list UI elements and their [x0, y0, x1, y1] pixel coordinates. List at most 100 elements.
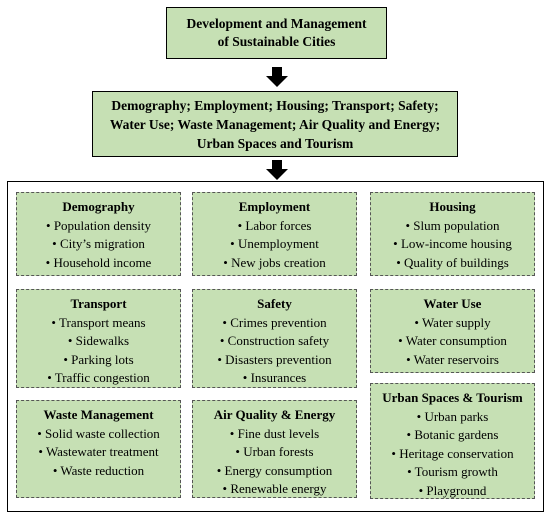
- list-item-text: Urban parks: [424, 408, 489, 424]
- list-item-text: Household income: [53, 254, 152, 270]
- list-item: • Tourism growth: [391, 463, 513, 482]
- list-item: • Water supply: [398, 314, 507, 333]
- list-item-text: Water reservoirs: [413, 351, 499, 367]
- card-title: Air Quality & Energy: [213, 407, 336, 422]
- list-item: • Urban forests: [217, 443, 333, 462]
- list-item-text: Quality of buildings: [404, 254, 509, 270]
- list-item-text: Population density: [53, 217, 151, 233]
- list-item-text: Sidewalks: [75, 333, 130, 348]
- list-item: • Household income: [46, 254, 152, 273]
- list-item: • Urban parks: [391, 408, 513, 427]
- bullet-icon: •: [63, 351, 72, 367]
- list-item: • Heritage conservation: [391, 445, 513, 464]
- list-item-text: City’s migration: [59, 236, 145, 251]
- list-item-text: Construction safety: [227, 333, 330, 348]
- card-waste-management: Waste Management • Solid waste collectio…: [16, 400, 181, 498]
- card-demography: Demography • Population density• City’s …: [16, 192, 181, 276]
- bullet-icon: •: [37, 425, 45, 441]
- card-title: Housing: [429, 199, 476, 214]
- list-item: • Slum population: [393, 217, 512, 236]
- categories-line-3: Urban Spaces and Tourism: [196, 135, 354, 151]
- list-item: • Unemployment: [223, 235, 325, 254]
- list-item: • City’s migration: [46, 235, 152, 254]
- card-title: Transport: [70, 296, 127, 311]
- list-item-text: Solid waste collection: [45, 425, 160, 441]
- down-arrow-icon: [266, 67, 288, 87]
- bullet-icon: •: [414, 314, 422, 330]
- bullet-icon: •: [235, 444, 244, 459]
- bullet-icon: •: [52, 462, 61, 478]
- card-transport: Transport • Transport means• Sidewalks• …: [16, 289, 181, 388]
- bullet-icon: •: [52, 236, 60, 251]
- list-item: • Botanic gardens: [391, 426, 513, 445]
- list-item-text: Slum population: [413, 217, 500, 233]
- list-item-text: Transport means: [59, 314, 146, 330]
- list-item-text: Energy consumption: [224, 462, 333, 478]
- card-title: Safety: [257, 296, 292, 311]
- list-item-text: Disasters prevention: [225, 351, 332, 367]
- card-title: Waste Management: [43, 407, 154, 422]
- bullet-icon: •: [242, 370, 251, 385]
- bullet-icon: •: [396, 254, 405, 270]
- list-item-text: Fine dust levels: [237, 425, 320, 441]
- list-item-text: Waste reduction: [60, 462, 145, 478]
- bullet-icon: •: [398, 333, 406, 348]
- list-item: • Insurances: [217, 369, 331, 388]
- bullet-icon: •: [46, 217, 54, 233]
- card-employment: Employment • Labor forces• Unemployment•…: [192, 192, 357, 276]
- card-title: Employment: [238, 199, 311, 214]
- categories-line-2: Water Use; Waste Management; Air Quality…: [109, 116, 441, 132]
- list-item: • Transport means: [47, 314, 150, 333]
- list-item: • Parking lots: [47, 351, 150, 370]
- bullet-icon: •: [407, 464, 415, 479]
- bullet-icon: •: [67, 333, 76, 348]
- list-item: • Disasters prevention: [217, 351, 331, 370]
- bullet-icon: •: [406, 351, 414, 367]
- list-item: • Energy consumption: [217, 462, 333, 481]
- list-item-text: Urban forests: [243, 444, 314, 459]
- bullet-icon: •: [222, 314, 231, 330]
- list-item-text: Low-income housing: [400, 236, 512, 251]
- list-item: • Wastewater treatment: [37, 443, 160, 462]
- list-item-text: Water supply: [421, 314, 491, 330]
- bullet-icon: •: [51, 314, 59, 330]
- list-item-text: Heritage conservation: [399, 445, 514, 461]
- bullet-icon: •: [222, 481, 231, 496]
- list-item: • Traffic congestion: [47, 369, 150, 388]
- bullet-icon: •: [45, 254, 54, 270]
- list-item-text: Botanic gardens: [414, 427, 499, 442]
- bullet-icon: •: [223, 254, 232, 270]
- list-item-text: Playground: [426, 482, 487, 498]
- list-item-text: Water consumption: [405, 333, 507, 348]
- bullet-icon: •: [237, 217, 246, 233]
- categories-box: Demography; Employment; Housing; Transpo…: [92, 91, 458, 157]
- list-item-text: Unemployment: [237, 236, 319, 251]
- card-air-quality-energy: Air Quality & Energy • Fine dust levels•…: [192, 400, 357, 498]
- card-title: Urban Spaces & Tourism: [382, 390, 523, 405]
- top-title-box: Development and Management of Sustainabl…: [166, 7, 387, 59]
- bullet-icon: •: [391, 445, 400, 461]
- card-water-use: Water Use • Water supply• Water consumpt…: [370, 289, 535, 373]
- list-item: • Renewable energy: [217, 480, 333, 499]
- list-item-text: Parking lots: [71, 351, 134, 367]
- down-arrow-icon: [266, 160, 288, 180]
- list-item: • Solid waste collection: [37, 425, 160, 444]
- list-item: • Crimes prevention: [217, 314, 331, 333]
- list-item: • Fine dust levels: [217, 425, 333, 444]
- bullet-icon: •: [393, 236, 401, 251]
- list-item: • Water consumption: [398, 332, 507, 351]
- top-title-line-2: of Sustainable Cities: [217, 34, 336, 49]
- bullet-icon: •: [216, 462, 225, 478]
- card-title: Water Use: [423, 296, 482, 311]
- list-item: • Playground: [391, 482, 513, 501]
- list-item-text: Labor forces: [245, 217, 312, 233]
- list-item-text: Renewable energy: [230, 481, 327, 496]
- list-item-text: Wastewater treatment: [45, 444, 159, 459]
- list-item: • Low-income housing: [393, 235, 512, 254]
- bullet-icon: •: [416, 408, 425, 424]
- bullet-icon: •: [405, 217, 414, 233]
- list-item: • Labor forces: [223, 217, 325, 236]
- card-title: Demography: [62, 199, 135, 214]
- card-safety: Safety • Crimes prevention• Construction…: [192, 289, 357, 388]
- list-item-text: New jobs creation: [231, 254, 326, 270]
